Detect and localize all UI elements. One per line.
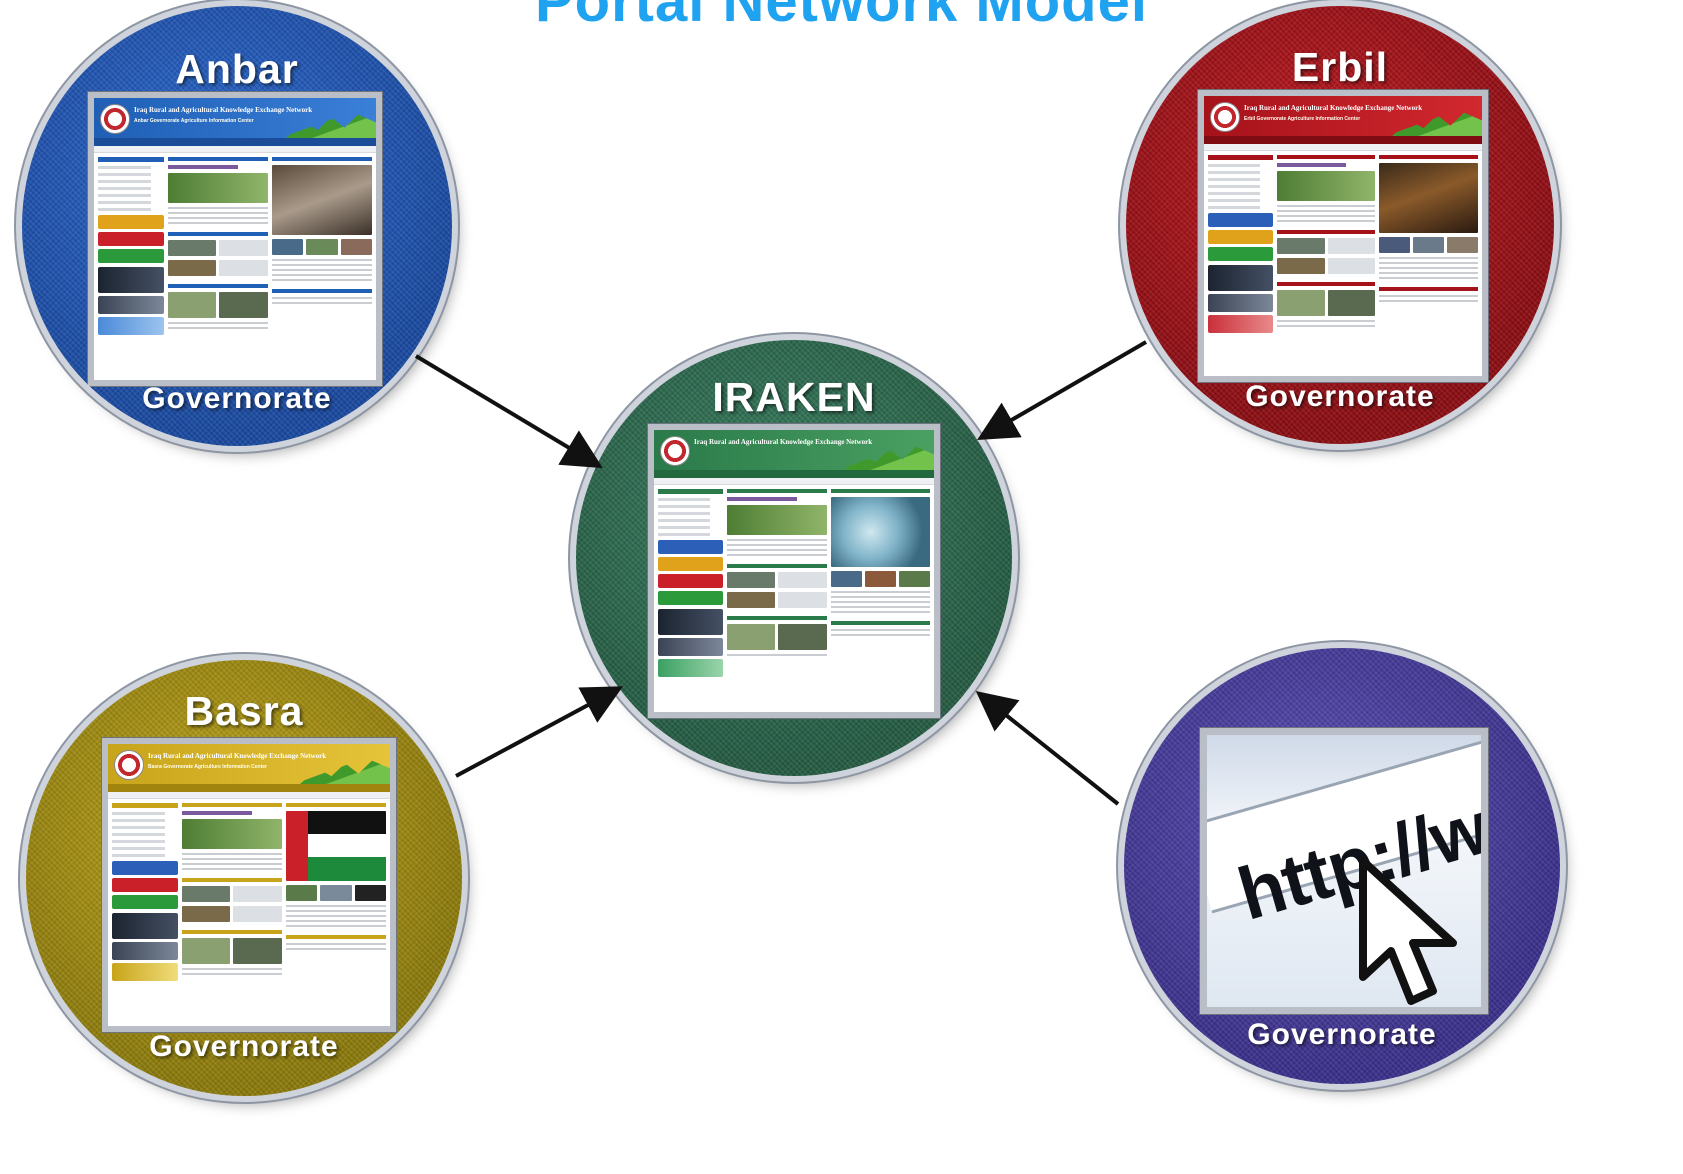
site-logo bbox=[114, 750, 144, 780]
website-screenshot: Iraq Rural and Agricultural Knowledge Ex… bbox=[648, 424, 940, 718]
site-logo bbox=[660, 436, 690, 466]
node-caption: Governorate bbox=[1245, 380, 1435, 413]
site-subtitle: Basra Governorate Agriculture Informatio… bbox=[148, 764, 268, 770]
url-illustration: http://www bbox=[1200, 728, 1488, 1014]
arrow-generic-to-iraken bbox=[975, 691, 1120, 806]
site-logo bbox=[100, 104, 130, 134]
node-name: IRAKEN bbox=[712, 374, 876, 420]
site-subtitle: Erbil Governorate Agriculture Informatio… bbox=[1244, 116, 1361, 122]
website-screenshot: Iraq Rural and Agricultural Knowledge Ex… bbox=[1198, 90, 1488, 382]
arrow-basra-to-iraken bbox=[455, 686, 624, 778]
node-erbil: Erbil Iraq Rural and Agricultural Knowle… bbox=[1126, 6, 1554, 444]
node-caption: Governorate bbox=[149, 1030, 339, 1063]
site-subtitle: Anbar Governorate Agriculture Informatio… bbox=[134, 118, 254, 124]
node-basra: Basra Iraq Rural and Agricultural Knowle… bbox=[26, 660, 462, 1096]
node-caption: Governorate bbox=[142, 382, 332, 415]
node-iraken: IRAKEN Iraq Rural and Agricultural Knowl… bbox=[576, 340, 1012, 776]
node-name: Erbil bbox=[1291, 44, 1389, 90]
diagram-title: Portal Network Model bbox=[535, 0, 1148, 34]
arrow-erbil-to-iraken bbox=[977, 340, 1148, 441]
node-name: Basra bbox=[184, 688, 304, 734]
site-logo bbox=[1210, 102, 1240, 132]
node-name: Anbar bbox=[175, 46, 299, 92]
website-screenshot: Iraq Rural and Agricultural Knowledge Ex… bbox=[102, 738, 396, 1032]
node-generic-governorate: http://www Governorate bbox=[1124, 648, 1560, 1084]
site-title: Iraq Rural and Agricultural Knowledge Ex… bbox=[1244, 104, 1423, 112]
site-title: Iraq Rural and Agricultural Knowledge Ex… bbox=[694, 438, 873, 446]
node-anbar: Anbar Iraq Rural and Agricultural Knowle… bbox=[22, 6, 452, 446]
cursor-icon bbox=[1359, 857, 1457, 1005]
site-title: Iraq Rural and Agricultural Knowledge Ex… bbox=[134, 106, 313, 114]
node-caption: Governorate bbox=[1247, 1018, 1437, 1051]
site-title: Iraq Rural and Agricultural Knowledge Ex… bbox=[148, 752, 327, 760]
website-screenshot: Iraq Rural and Agricultural Knowledge Ex… bbox=[88, 92, 382, 386]
arrow-anbar-to-iraken bbox=[414, 354, 603, 469]
